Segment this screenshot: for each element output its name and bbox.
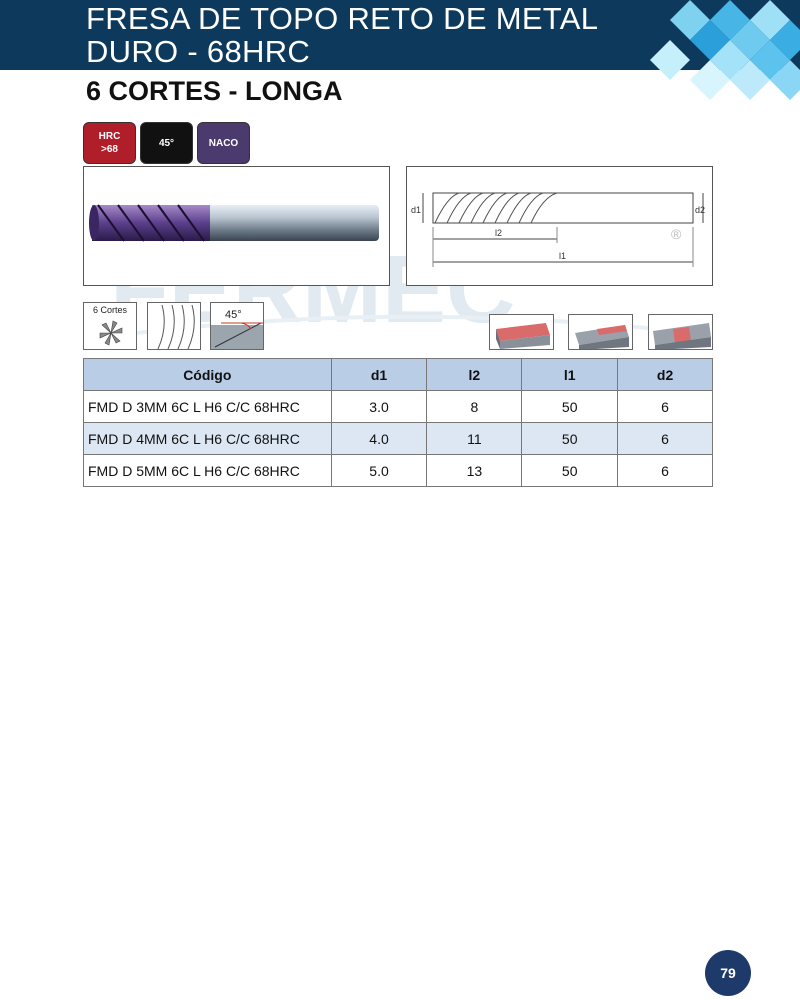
cell-l1: 50 xyxy=(521,422,619,455)
cell-d2: 6 xyxy=(617,422,713,455)
diamond-pattern-decoration xyxy=(650,0,800,100)
cell-d2: 6 xyxy=(617,390,713,423)
hrc-badge: HRC >68 xyxy=(83,122,136,164)
cell-d2: 6 xyxy=(617,454,713,487)
angle-label: 45° xyxy=(225,309,242,321)
d2-label: d2 xyxy=(695,205,705,215)
table-header-row: Código d1 l2 l1 d2 xyxy=(83,358,713,391)
cell-code: FMD D 3MM 6C L H6 C/C 68HRC xyxy=(83,390,332,423)
slot-milling-operation-icon xyxy=(648,314,713,350)
d1-label: d1 xyxy=(411,205,421,215)
angle-badge: 45° xyxy=(140,122,193,164)
cell-l1: 50 xyxy=(521,454,619,487)
helix-flutes-icon xyxy=(147,302,201,350)
naco-badge-label: NACO xyxy=(208,137,239,149)
cell-code: FMD D 4MM 6C L H6 C/C 68HRC xyxy=(83,422,332,455)
face-milling-operation-icon xyxy=(489,314,554,350)
header-l1: l1 xyxy=(521,358,619,391)
shoulder-milling-operation-icon xyxy=(568,314,633,350)
header-l2: l2 xyxy=(426,358,523,391)
spec-table: Código d1 l2 l1 d2 FMD D 3MM 6C L H6 C/C… xyxy=(83,358,713,487)
header-d2: d2 xyxy=(617,358,713,391)
l2-label: l2 xyxy=(495,228,502,238)
cell-l2: 13 xyxy=(426,454,523,487)
hrc-badge-line2: >68 xyxy=(101,144,118,155)
cell-l2: 8 xyxy=(426,390,523,423)
page-number-badge: 79 xyxy=(705,950,751,996)
cell-l1: 50 xyxy=(521,390,619,423)
page-title: FRESA DE TOPO RETO DE METAL DURO - 68HRC xyxy=(86,2,686,68)
table-row: FMD D 5MM 6C L H6 C/C 68HRC 5.0 13 50 6 xyxy=(83,454,713,487)
header-d1: d1 xyxy=(330,358,428,391)
helix-angle-icon: 45° xyxy=(210,302,264,350)
l1-label: l1 xyxy=(559,251,566,261)
hrc-badge-line1: HRC xyxy=(98,131,121,142)
cell-d1: 3.0 xyxy=(330,390,428,423)
end-mill-photo-icon xyxy=(89,204,379,242)
cell-d1: 4.0 xyxy=(330,422,428,455)
cortes-label: 6 Cortes xyxy=(92,305,127,315)
cell-code: FMD D 5MM 6C L H6 C/C 68HRC xyxy=(83,454,332,487)
badge-row: HRC >68 45° NACO xyxy=(83,122,250,164)
header-codigo: Código xyxy=(83,358,332,391)
dimension-drawing-icon: d1 d2 l2 l1 ® xyxy=(411,192,705,267)
title-line-2: DURO - 68HRC xyxy=(86,34,311,69)
page-number: 79 xyxy=(720,965,736,981)
table-row: FMD D 3MM 6C L H6 C/C 68HRC 3.0 8 50 6 xyxy=(83,390,713,423)
naco-badge: NACO xyxy=(197,122,250,164)
six-flutes-icon: 6 Cortes xyxy=(83,302,137,350)
title-line-1: FRESA DE TOPO RETO DE METAL xyxy=(86,1,599,36)
angle-badge-label: 45° xyxy=(158,137,175,149)
header-band: FRESA DE TOPO RETO DE METAL DURO - 68HRC xyxy=(0,0,800,70)
subtitle: 6 CORTES - LONGA xyxy=(86,76,343,106)
cell-l2: 11 xyxy=(426,422,523,455)
cell-d1: 5.0 xyxy=(330,454,428,487)
tool-technical-drawing: d1 d2 l2 l1 ® xyxy=(406,166,713,286)
table-row: FMD D 4MM 6C L H6 C/C 68HRC 4.0 11 50 6 xyxy=(83,422,713,455)
tool-photo xyxy=(83,166,390,286)
registered-mark: ® xyxy=(671,226,682,242)
